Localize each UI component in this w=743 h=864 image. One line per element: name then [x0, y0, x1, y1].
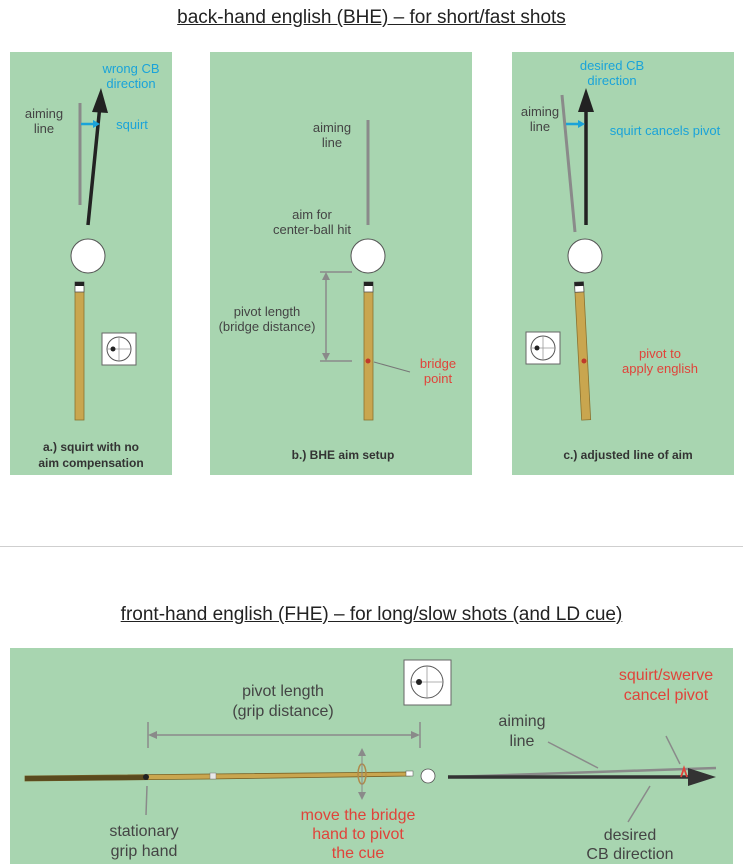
arrowhead-c: [578, 88, 594, 112]
aiming-line-label-b: aiming line: [312, 120, 352, 150]
caption-c: c.) adjusted line of aim: [563, 448, 693, 462]
cue-ball-b: [350, 238, 386, 274]
caption-b: b.) BHE aim setup: [291, 448, 395, 462]
cue-ball-c: [567, 238, 603, 274]
bridge-point-label: bridge point: [419, 356, 457, 386]
top-title: back-hand english (BHE) – for short/fast…: [177, 7, 566, 28]
pivot-length-label-d: pivot length (grip distance): [232, 683, 334, 720]
cue-stick-d: [24, 770, 414, 782]
move-bridge-label: move the bridge hand to pivot the cue: [300, 807, 416, 862]
arrowhead-a: [92, 88, 108, 113]
aiming-line-label-a: aiming line: [24, 106, 64, 136]
cue-ball-d: [420, 768, 436, 784]
bridge-point-dot: [365, 358, 371, 364]
wrong-cb-label: wrong CB direction: [102, 61, 160, 91]
aiming-line-label-c: aiming line: [520, 104, 560, 134]
aiming-line-c: [560, 94, 577, 233]
desired-cb-label-c: desired CB direction: [579, 58, 645, 88]
aiming-line-label-d: aiming line: [498, 713, 546, 750]
stationary-grip-label: stationary grip hand: [109, 823, 179, 860]
cue-stick-c: [574, 281, 592, 421]
bottom-title: front-hand english (FHE) – for long/slow…: [120, 604, 623, 625]
desired-cb-label-d: desired CB direction: [586, 827, 674, 863]
cue-ball-a: [70, 238, 106, 274]
panel-c: [512, 52, 734, 475]
pivot-length-label-b: pivot length (bridge distance): [218, 304, 316, 334]
caption-a: a.) squirt with no aim compensation: [38, 440, 144, 470]
panel-b: [210, 52, 472, 475]
squirt-cancels-label: squirt cancels pivot: [609, 123, 721, 138]
aim-for-label: aim for center-ball hit: [272, 207, 352, 237]
squirt-swerve-label: squirt/swerve cancel pivot: [618, 667, 714, 704]
section-divider: [0, 546, 743, 547]
panel-d: [10, 648, 733, 864]
pivot-to-label: pivot to apply english: [622, 346, 698, 376]
squirt-label: squirt: [116, 117, 148, 132]
